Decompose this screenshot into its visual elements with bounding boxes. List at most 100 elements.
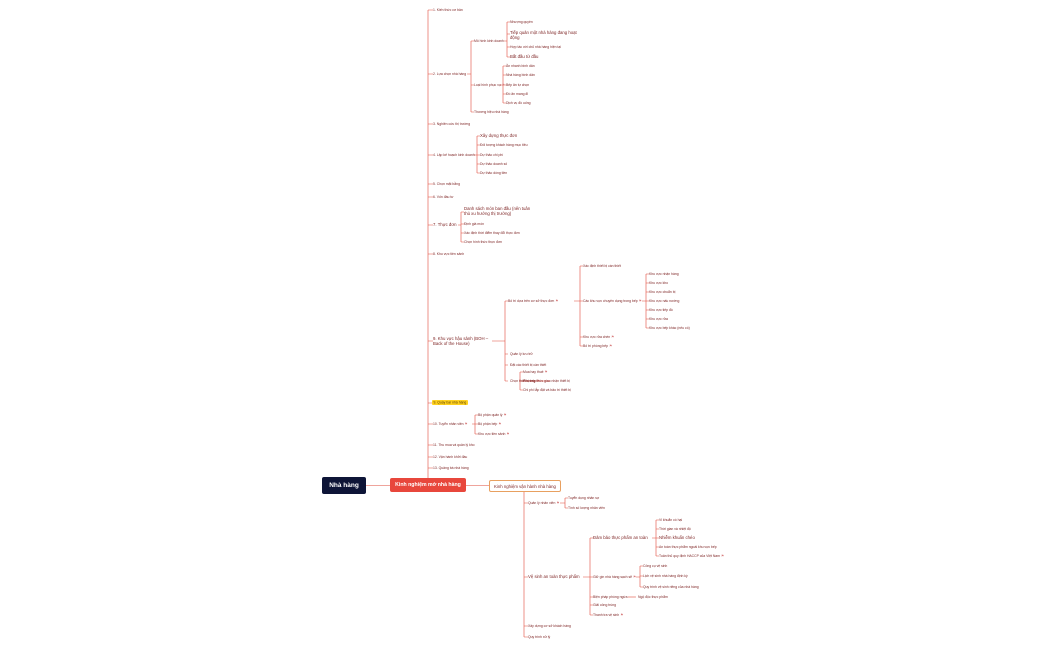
ops-node-2a4[interactable]: An toàn thực phẩm ngoài khu vực bếp xyxy=(659,545,717,549)
flag-icon: ⚑ xyxy=(721,554,725,558)
ops-node-2a2[interactable]: Thời gian và nhiệt độ xyxy=(659,527,691,531)
node-bar-label: 9. Quầy bar nhà hàng xyxy=(432,399,468,405)
node-11[interactable]: 11. Thu mua và quản lý kho xyxy=(433,443,475,447)
node-4[interactable]: 4. Lập kế hoạch kinh doanh xyxy=(433,153,475,157)
root-node[interactable]: Nhà hàng xyxy=(322,477,366,494)
node-9a2-label: Các khu vực chuyên dụng trong bếp xyxy=(583,299,638,303)
node-4d[interactable]: Dự thảo doanh số xyxy=(480,162,508,166)
node-2b2[interactable]: Nhà hàng bình dân xyxy=(506,73,535,77)
node-2[interactable]: 2. Lựa chọn nhà hàng xyxy=(433,72,467,76)
ops-node-2c[interactable]: Biện pháp phòng ngừa xyxy=(593,595,628,599)
flag-icon: ⚑ xyxy=(633,575,637,579)
ops-node-2[interactable]: Vệ sinh an toàn thực phẩm xyxy=(528,574,580,579)
node-6[interactable]: 6. Vốn đầu tư xyxy=(433,195,454,199)
node-9d[interactable]: Chọn thiết bị bếp⚑ xyxy=(510,379,540,383)
ops-node-2b2[interactable]: Lịch vệ sinh nhà hàng định kỳ xyxy=(643,574,688,578)
node-7b[interactable]: Định giá món xyxy=(464,222,484,226)
ops-node-2a1[interactable]: Vi khuẩn có hại xyxy=(659,518,683,522)
node-4e[interactable]: Dự thảo dòng tiền xyxy=(480,171,508,175)
flag-icon: ⚑ xyxy=(609,344,613,348)
node-7a[interactable]: Danh sách món ban đầu (nên tuân thủ xu h… xyxy=(464,206,531,217)
node-9a2g[interactable]: Khu vực bếp khác (nếu có) xyxy=(649,326,690,330)
node-4a[interactable]: Xây dựng thực đơn xyxy=(480,133,518,138)
node-9d2[interactable]: Phương thức giao nhận thiết bị xyxy=(523,379,570,383)
node-2b1[interactable]: Ăn nhanh bình dân xyxy=(506,64,535,68)
node-10b[interactable]: Bộ phận bếp⚑ xyxy=(478,422,501,426)
node-2b[interactable]: Loại hình phục vụ⚑ xyxy=(474,83,505,87)
node-2a3[interactable]: Hợp tác với chủ nhà hàng hiện tại xyxy=(510,45,562,49)
node-9d-label: Chọn thiết bị bếp xyxy=(510,379,536,383)
node-9a2b[interactable]: Khu vực kho xyxy=(649,281,669,285)
node-2a4[interactable]: Bắt đầu từ đầu xyxy=(510,54,539,59)
node-9d1[interactable]: Mua hay thuê⚑ xyxy=(523,370,548,374)
node-7c[interactable]: Xác định thời điểm thay đổi thực đơn xyxy=(464,231,520,235)
node-9a4-label: Bố trí phòng bếp xyxy=(583,344,609,348)
node-1[interactable]: 1. Kiến thức cơ bản xyxy=(433,8,463,12)
ops-topic-node[interactable]: Kinh nghiệm vận hành nhà hàng xyxy=(489,480,561,492)
ops-node-2e[interactable]: Thanh tra vệ sinh⚑ xyxy=(593,613,623,617)
node-7[interactable]: 7. Thực đơn xyxy=(433,222,457,227)
node-9a2e[interactable]: Khu vực tiếp đồ xyxy=(649,308,673,312)
node-4b[interactable]: Đối tượng khách hàng mục tiêu xyxy=(480,143,528,147)
ops-node-4[interactable]: Quy trình xử lý xyxy=(528,635,551,639)
flag-icon: ⚑ xyxy=(536,379,540,383)
node-8[interactable]: 8. Khu vực tiền sảnh xyxy=(433,252,465,256)
flag-icon: ⚑ xyxy=(611,335,615,339)
ops-node-1-label: Quản lý nhân viên xyxy=(528,501,556,505)
ops-node-1b[interactable]: Tính số lượng nhân viên xyxy=(568,506,605,510)
node-9[interactable]: 9. Khu vực hậu sảnh (BOH – Back of the H… xyxy=(433,336,489,347)
node-9a3[interactable]: Khu vực rửa chén⚑ xyxy=(583,335,614,339)
node-9d3[interactable]: Chi phí lắp đặt và bảo trì thiết bị xyxy=(523,388,571,392)
ops-node-1[interactable]: Quản lý nhân viên⚑ xyxy=(528,501,560,505)
node-4c[interactable]: Dự thảo chi phí xyxy=(480,153,504,157)
node-5[interactable]: 5. Chọn mặt bằng xyxy=(433,182,460,186)
node-9a4[interactable]: Bố trí phòng bếp⚑ xyxy=(583,344,612,348)
node-3[interactable]: 3. Nghiên cứu thị trường xyxy=(433,122,471,126)
flag-icon: ⚑ xyxy=(638,299,642,303)
node-9c[interactable]: Đặt các thiết bị cần thiết xyxy=(510,363,547,367)
node-2b5[interactable]: Dịch vụ đồ uống xyxy=(506,101,531,105)
ops-node-2a5[interactable]: Tuân thủ quy định HACCP của Việt Nam⚑ xyxy=(659,554,724,558)
ops-node-3[interactable]: Xây dựng cơ sở khách hàng xyxy=(528,624,571,628)
ops-node-1a[interactable]: Tuyển dụng nhân sự xyxy=(568,496,600,500)
node-10c[interactable]: Khu vực tiền sảnh⚑ xyxy=(478,432,510,436)
node-9a2[interactable]: Các khu vực chuyên dụng trong bếp⚑ xyxy=(583,299,642,303)
node-13[interactable]: 13. Quảng bá nhà hàng xyxy=(433,466,469,470)
node-10b-label: Bộ phận bếp xyxy=(478,422,498,426)
node-9a1[interactable]: Xác định thiết bị cần thiết xyxy=(583,264,621,268)
flag-icon: ⚑ xyxy=(503,413,507,417)
node-2b4[interactable]: Đồ ăn mang đi xyxy=(506,92,529,96)
flag-icon: ⚑ xyxy=(555,299,559,303)
node-9a[interactable]: Bố trí dựa trên cơ sở thực đơn⚑ xyxy=(508,299,559,303)
ops-node-2b3[interactable]: Quy trình vệ sinh riêng của nhà hàng xyxy=(643,585,699,589)
node-2b3[interactable]: Bếp ăn tự chọn xyxy=(506,83,530,87)
flag-icon: ⚑ xyxy=(544,370,548,374)
node-9b[interactable]: Quản lý lưu trữ xyxy=(510,352,533,356)
node-9a2f[interactable]: Khu vực rửa xyxy=(649,317,668,321)
flag-icon: ⚑ xyxy=(556,501,560,505)
ops-node-2a[interactable]: Đảm bảo thực phẩm an toàn xyxy=(593,535,648,540)
node-10a[interactable]: Bộ phận quản lý⚑ xyxy=(478,413,507,417)
flag-icon: ⚑ xyxy=(498,422,502,426)
node-2a2[interactable]: Tiếp quản một nhà hàng đang hoạt động xyxy=(510,30,577,41)
node-2c[interactable]: Thương hiệu nhà hàng xyxy=(474,110,509,114)
node-2a1[interactable]: Nhượng quyền xyxy=(510,20,533,24)
flag-icon: ⚑ xyxy=(464,422,468,426)
node-bar-highlighted[interactable]: 9. Quầy bar nhà hàng xyxy=(432,399,468,405)
node-2a[interactable]: Mô hình kinh doanh xyxy=(474,39,504,43)
ops-node-2b1[interactable]: Công cụ vệ sinh xyxy=(643,564,668,568)
main-topic-node[interactable]: Kinh nghiệm mở nhà hàng xyxy=(390,478,466,492)
node-10a-label: Bộ phận quản lý xyxy=(478,413,503,417)
node-10c-label: Khu vực tiền sảnh xyxy=(478,432,506,436)
node-9a2d[interactable]: Khu vực nấu nướng xyxy=(649,299,680,303)
node-9a2c[interactable]: Khu vực chuẩn bị xyxy=(649,290,676,294)
ops-node-2c1[interactable]: Ngộ độc thực phẩm xyxy=(638,595,668,599)
ops-node-2d[interactable]: Giải công trùng xyxy=(593,603,616,607)
node-9a2a[interactable]: Khu vực nhận hàng xyxy=(649,272,679,276)
ops-node-2b[interactable]: Giữ gìn nhà hàng sạch sẽ⚑ xyxy=(593,575,636,579)
node-12[interactable]: 12. Vận hành khởi đầu xyxy=(433,455,468,459)
node-7d[interactable]: Chọn hình thức thực đơn xyxy=(464,240,503,244)
ops-node-2a3[interactable]: Nhiễm khuẩn chéo xyxy=(659,535,695,540)
node-10[interactable]: 10. Tuyển nhân viên⚑ xyxy=(433,422,468,426)
